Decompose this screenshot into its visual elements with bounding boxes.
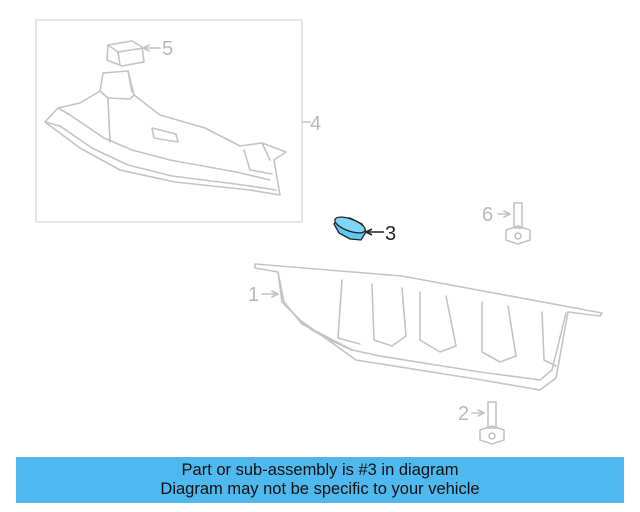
part-3-plug-highlighted [333, 216, 384, 241]
part-1-oil-pan [254, 263, 603, 391]
part-5-seal [106, 40, 161, 67]
info-banner: Part or sub-assembly is #3 in diagram Di… [16, 457, 624, 503]
inset-frame [35, 19, 303, 223]
banner-line-1: Part or sub-assembly is #3 in diagram [181, 461, 459, 479]
banner-line-2: Diagram may not be specific to your vehi… [160, 480, 480, 498]
part-4-filter [44, 70, 311, 196]
callout-6: 6 [482, 204, 493, 226]
part-6-bolt [497, 202, 531, 245]
callout-1: 1 [248, 284, 259, 306]
callout-2: 2 [458, 403, 469, 425]
part-2-bolt [471, 401, 505, 445]
callout-5: 5 [162, 38, 173, 60]
callout-4: 4 [310, 113, 321, 135]
callout-3: 3 [385, 223, 396, 245]
